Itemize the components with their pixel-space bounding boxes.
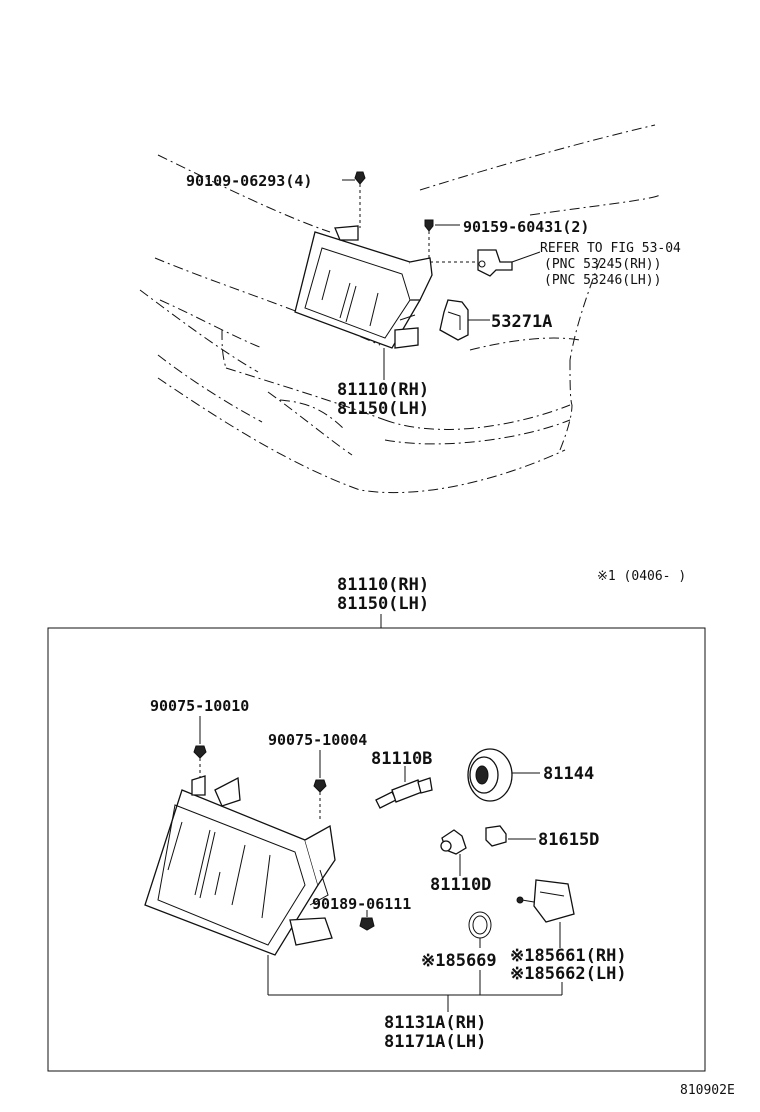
bulb-icon-81110d (440, 829, 467, 876)
nut-icon-90189-06111 (359, 910, 375, 931)
detail-title-rh: 81110(RH) (337, 575, 429, 595)
label-headlamp-lh-top: 81150(LH) (337, 399, 429, 419)
sensor-icon-top (430, 249, 541, 277)
detail-title-lh: 81150(LH) (337, 594, 429, 614)
socket-icon-81144 (467, 748, 540, 802)
label-81144: 81144 (543, 764, 594, 784)
label-bracket-53271a: 53271A (491, 312, 552, 332)
bulb-icon-81615d (485, 825, 536, 847)
figure-code: 810902E (680, 1083, 735, 1098)
label-81615d: 81615D (538, 830, 599, 850)
label-81171a-lh: 81171A(LH) (384, 1032, 486, 1052)
label-90189-06111: 90189-06111 (312, 895, 411, 913)
bolt-icon-90075-10004 (313, 750, 327, 822)
label-81110d: 81110D (430, 875, 491, 895)
headlamp-top-illustration (294, 225, 433, 349)
bracket-icon-top (439, 299, 490, 341)
label-81131a-rh: 81131A(RH) (384, 1013, 486, 1033)
label-bolt-90109: 90109-06293(4) (186, 172, 312, 190)
detail-date-note: ※1 (0406- ) (597, 569, 686, 584)
headlamp-detail-illustration (144, 775, 336, 956)
label-90075-10004: 90075-10004 (268, 731, 367, 749)
gasket-icon-85669 (468, 911, 492, 948)
label-headlamp-rh-top: 81110(RH) (337, 380, 429, 400)
vehicle-body-outline (139, 124, 661, 494)
actuator-icon-85661 (516, 879, 575, 948)
label-refer-pnc-rh: (PNC 53245(RH)) (544, 257, 661, 272)
label-90075-10010: 90075-10010 (150, 697, 249, 715)
detail-frame (47, 627, 706, 1072)
label-85662-lh: ※185662(LH) (510, 964, 627, 984)
bolt-icon-top (342, 171, 366, 228)
label-85669: ※185669 (421, 951, 497, 971)
screw-icon-top (424, 219, 460, 258)
bulb-icon-81110b (375, 766, 433, 809)
label-81110b: 81110B (371, 749, 432, 769)
label-refer-fig: REFER TO FIG 53-04 (540, 241, 681, 256)
label-screw-90159: 90159-60431(2) (463, 218, 589, 236)
label-refer-pnc-lh: (PNC 53246(LH)) (544, 273, 661, 288)
bolt-icon-90075-10010 (193, 716, 207, 778)
label-85661-rh: ※185661(RH) (510, 946, 627, 966)
assembly-bracket-lines (267, 955, 563, 1012)
